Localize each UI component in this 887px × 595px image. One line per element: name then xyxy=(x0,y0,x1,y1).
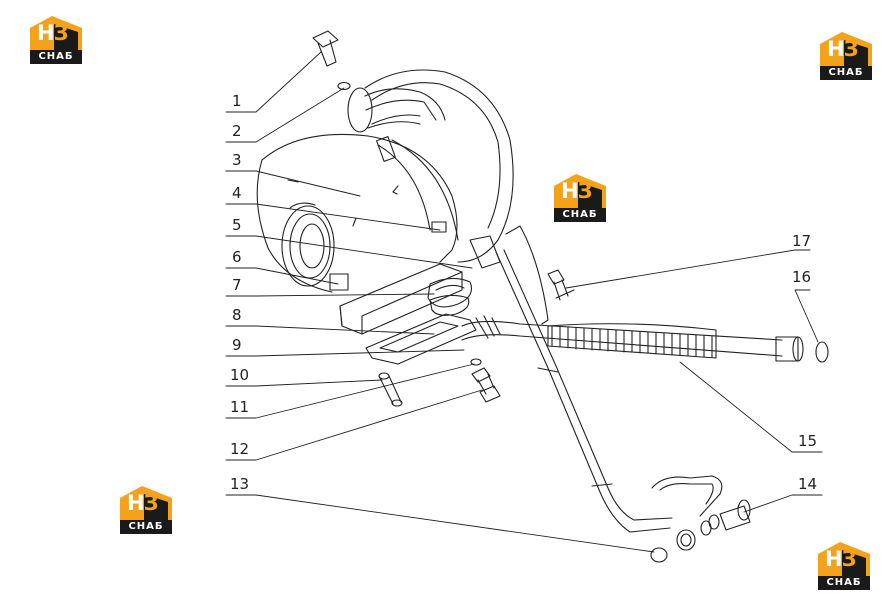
logo-mark-left: Н xyxy=(825,547,843,571)
watermark-logo: НЗ СНАБ xyxy=(552,172,608,224)
callout-3: 3 xyxy=(232,151,242,169)
logo-house-icon xyxy=(818,542,870,576)
part-banjo-bolt-14 xyxy=(700,499,751,536)
part-washer-2 xyxy=(337,81,351,91)
logo-caption: СНАБ xyxy=(820,66,872,80)
logo-mark-left: Н xyxy=(37,21,55,45)
callout-11: 11 xyxy=(230,398,249,416)
part-pin-10 xyxy=(378,372,403,407)
watermark-logo: НЗ СНАБ xyxy=(118,484,174,536)
callout-17: 17 xyxy=(792,232,811,250)
watermark-logo: НЗ СНАБ xyxy=(28,14,84,66)
callout-10: 10 xyxy=(230,366,249,384)
part-turbocharger-housing xyxy=(256,69,514,293)
logo-house-icon xyxy=(820,32,872,66)
callout-5: 5 xyxy=(232,216,242,234)
callout-16: 16 xyxy=(792,268,811,286)
part-flange-bracket xyxy=(339,263,473,335)
part-oil-feed-pipe xyxy=(469,225,723,551)
callout-labels: 1 2 3 4 5 6 7 8 9 10 11 12 13 14 15 16 1… xyxy=(230,92,817,493)
callout-9: 9 xyxy=(232,336,242,354)
logo-caption: СНАБ xyxy=(818,576,870,590)
callout-2: 2 xyxy=(232,122,242,140)
logo-mark-left: Н xyxy=(561,179,579,203)
watermark-logo: НЗ СНАБ xyxy=(816,540,872,592)
logo-mark-right: З xyxy=(843,37,859,61)
logo-mark-right: З xyxy=(143,491,159,515)
logo-mark: НЗ xyxy=(37,21,68,45)
part-bolt-1 xyxy=(312,30,339,67)
callout-6: 6 xyxy=(232,248,242,266)
logo-mark: НЗ xyxy=(825,547,856,571)
logo-house-icon xyxy=(30,16,82,50)
watermark-logo: НЗ СНАБ xyxy=(818,30,874,82)
logo-mark: НЗ xyxy=(127,491,158,515)
logo-mark-right: З xyxy=(841,547,857,571)
part-bolt-17 xyxy=(547,269,575,301)
logo-mark: НЗ xyxy=(561,179,592,203)
callout-1: 1 xyxy=(232,92,242,110)
part-oil-hose-15 xyxy=(461,315,804,362)
logo-mark-left: Н xyxy=(827,37,845,61)
logo-house-icon xyxy=(554,174,606,208)
logo-caption: СНАБ xyxy=(120,520,172,534)
logo-mark-right: З xyxy=(577,179,593,203)
callout-13: 13 xyxy=(230,475,249,493)
callout-4: 4 xyxy=(232,184,242,202)
part-oring-16 xyxy=(815,341,829,363)
logo-house-icon xyxy=(120,486,172,520)
part-washer-13 xyxy=(650,547,668,563)
leader-lines xyxy=(225,51,823,553)
callout-14: 14 xyxy=(798,475,817,493)
logo-mark-right: З xyxy=(53,21,69,45)
logo-caption: СНАБ xyxy=(30,50,82,64)
callout-8: 8 xyxy=(232,306,242,324)
callout-7: 7 xyxy=(232,276,242,294)
callout-12: 12 xyxy=(230,440,249,458)
part-bolt-12 xyxy=(471,367,501,403)
part-gasket xyxy=(365,294,477,365)
callout-15: 15 xyxy=(798,432,817,450)
part-washer-11 xyxy=(470,358,482,366)
logo-caption: СНАБ xyxy=(554,208,606,222)
logo-mark: НЗ xyxy=(827,37,858,61)
logo-mark-left: Н xyxy=(127,491,145,515)
